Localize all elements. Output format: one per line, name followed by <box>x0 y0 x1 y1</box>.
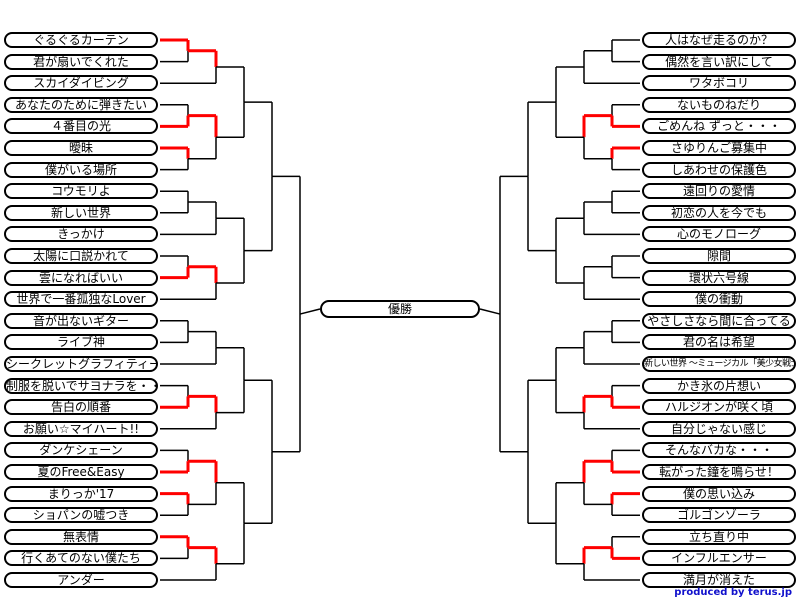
left-entry[interactable]: あなたのために弾きたい <box>4 96 158 113</box>
right-entry[interactable]: 転がった鐘を鳴らせ！ <box>642 464 796 480</box>
left-entry[interactable]: 音が出ないギター <box>4 312 158 329</box>
right-entry[interactable]: 環状六号線 <box>642 269 796 286</box>
right-entry[interactable]: 心のモノローグ <box>642 226 796 243</box>
right-entry[interactable]: 僕の衝動 <box>642 291 796 308</box>
left-entry[interactable]: 行くあてのない僕たち <box>4 550 158 567</box>
right-entry[interactable]: 立ち直り中 <box>642 528 796 545</box>
right-entry[interactable]: 僕の思い込み <box>642 485 796 502</box>
left-entry[interactable]: お願い☆マイハート!! <box>4 420 158 437</box>
right-entry[interactable]: ごめんね ずっと・・・ <box>642 118 796 135</box>
right-entry[interactable]: ハルジオンが咲く頃 <box>642 399 796 416</box>
left-entry[interactable]: 雲になればいい <box>4 269 158 286</box>
left-entry[interactable]: 君が扇いでくれた <box>4 53 158 70</box>
left-entry[interactable]: シークレットグラフィティー <box>4 356 158 372</box>
right-entry[interactable]: さゆりんご募集中 <box>642 140 796 156</box>
right-entry[interactable]: ないものねだり <box>642 96 796 113</box>
right-entry[interactable]: 君の名は希望 <box>642 334 796 351</box>
final-link-right <box>479 308 501 315</box>
right-entry[interactable]: 初恋の人を今でも <box>642 204 796 221</box>
right-entry[interactable]: しあわせの保護色 <box>642 161 796 178</box>
left-entry[interactable]: 無表情 <box>4 528 158 545</box>
right-entry[interactable]: ゴルゴンゾーラ <box>642 507 796 524</box>
left-entry[interactable]: ダンケシェーン <box>4 442 158 459</box>
left-entry[interactable]: 制服を脱いでサヨナラを・・・ <box>4 377 158 394</box>
right-entry[interactable]: かき氷の片想い <box>642 377 796 394</box>
right-entry[interactable]: やさしさなら間に合ってる <box>642 312 796 329</box>
left-entry[interactable]: ショパンの嘘つき <box>4 507 158 524</box>
right-entry[interactable]: 新しい世界 ～ミュージカル「美少女戦士」より～ <box>642 356 796 372</box>
left-entry[interactable]: ライブ神 <box>4 334 158 351</box>
right-entry[interactable]: 人はなぜ走るのか？ <box>642 32 796 48</box>
left-entry[interactable]: アンダー <box>4 572 158 588</box>
credit-text: produced by terus.jp <box>674 587 792 598</box>
left-entry[interactable]: コウモリよ <box>4 183 158 200</box>
right-entry[interactable]: 偶然を言い訳にして <box>642 53 796 70</box>
left-entry[interactable]: 僕がいる場所 <box>4 161 158 178</box>
left-entry[interactable]: 曖昧 <box>4 140 158 156</box>
final-champion-box[interactable]: 優勝 <box>320 300 480 318</box>
right-entry[interactable]: 隙間 <box>642 248 796 264</box>
left-entry[interactable]: 世界で一番孤独なLover <box>4 291 158 308</box>
right-entry[interactable]: そんなバカな・・・ <box>642 442 796 459</box>
left-entry[interactable]: まりっか'17 <box>4 485 158 502</box>
left-entry[interactable]: ぐるぐるカーテン <box>4 32 158 48</box>
right-entry[interactable]: ワタボコリ <box>642 75 796 92</box>
right-entry[interactable]: 満月が消えた <box>642 572 796 588</box>
left-entry[interactable]: スカイダイビング <box>4 75 158 92</box>
right-entry[interactable]: 遠回りの愛情 <box>642 183 796 200</box>
left-entry[interactable]: きっかけ <box>4 226 158 243</box>
left-entry[interactable]: 新しい世界 <box>4 204 158 221</box>
final-link-left <box>299 308 321 315</box>
left-entry[interactable]: 太陽に口説かれて <box>4 248 158 264</box>
left-entry[interactable]: 告白の順番 <box>4 399 158 416</box>
right-entry[interactable]: インフルエンサー <box>642 550 796 567</box>
right-entry[interactable]: 自分じゃない感じ <box>642 420 796 437</box>
left-entry[interactable]: 夏のFree&Easy <box>4 464 158 480</box>
left-entry[interactable]: ４番目の光 <box>4 118 158 135</box>
